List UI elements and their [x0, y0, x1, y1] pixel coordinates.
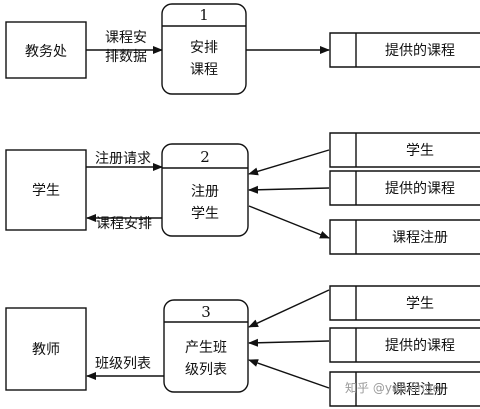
flow-student-store-in-arrow [248, 149, 330, 176]
process-2-number: 2 [200, 148, 210, 166]
entity-teacher-label: 教师 [32, 342, 60, 358]
process-3-label-2: 级列表 [185, 362, 227, 378]
entity-jiaowuchu-label: 教务处 [25, 44, 67, 60]
store-offered-courses-3-label: 提供的课程 [385, 338, 455, 354]
process-1-number: 1 [199, 6, 209, 24]
entity-student-label: 学生 [32, 183, 60, 199]
flow-class-list-label: 班级列表 [95, 356, 151, 372]
entity-teacher: 教师 [5, 307, 87, 391]
flow-schedule-data-label-2: 排数据 [105, 49, 147, 65]
store-course-registration-1-label: 课程注册 [392, 230, 448, 246]
store-offered-courses-1-label: 提供的课程 [385, 43, 455, 59]
entity-jiaowuchu: 教务处 [5, 21, 87, 79]
flow-course-registration-in-arrow-3 [248, 359, 330, 389]
flow-schedule-data-label-1: 课程安 [105, 30, 147, 46]
process-3-number: 3 [201, 303, 211, 321]
store-offered-courses-2-label: 提供的课程 [385, 181, 455, 197]
process-2-label-2: 学生 [191, 206, 219, 222]
process-1-label-1: 安排 [190, 40, 218, 56]
store-offered-courses-3: 提供的课程 [329, 327, 480, 363]
store-student: 学生 [329, 132, 480, 168]
store-offered-courses-2: 提供的课程 [329, 170, 480, 206]
store-course-registration-3: 课程注册 [329, 371, 480, 407]
store-student-3: 学生 [329, 285, 480, 321]
process-2: 2 注册 学生 [161, 143, 249, 237]
store-student-3-label: 学生 [406, 296, 434, 312]
store-student-label: 学生 [406, 143, 434, 159]
watermark: 知乎 @yanxinuo [345, 381, 440, 395]
process-2-label-1: 注册 [191, 184, 219, 200]
flow-registration-out-arrow [248, 205, 330, 239]
store-course-registration-1: 课程注册 [329, 219, 480, 255]
process-1-label-2: 课程 [190, 62, 218, 78]
entity-student: 学生 [5, 149, 87, 231]
flow-registration-request-label: 注册请求 [95, 151, 151, 167]
flow-offered-courses-in-arrow [248, 185, 330, 194]
flow-offered-courses-in-arrow-3 [248, 338, 330, 347]
process-3: 3 产生班 级列表 [163, 299, 249, 393]
store-offered-courses-1: 提供的课程 [329, 32, 480, 68]
flow-course-schedule-label: 课程安排 [96, 216, 152, 232]
store-course-registration-3-label: 课程注册 [392, 382, 448, 398]
process-3-label-1: 产生班 [185, 340, 227, 356]
flow-student-store-in-arrow-3 [248, 289, 330, 328]
process-1: 1 安排 课程 [161, 3, 247, 95]
